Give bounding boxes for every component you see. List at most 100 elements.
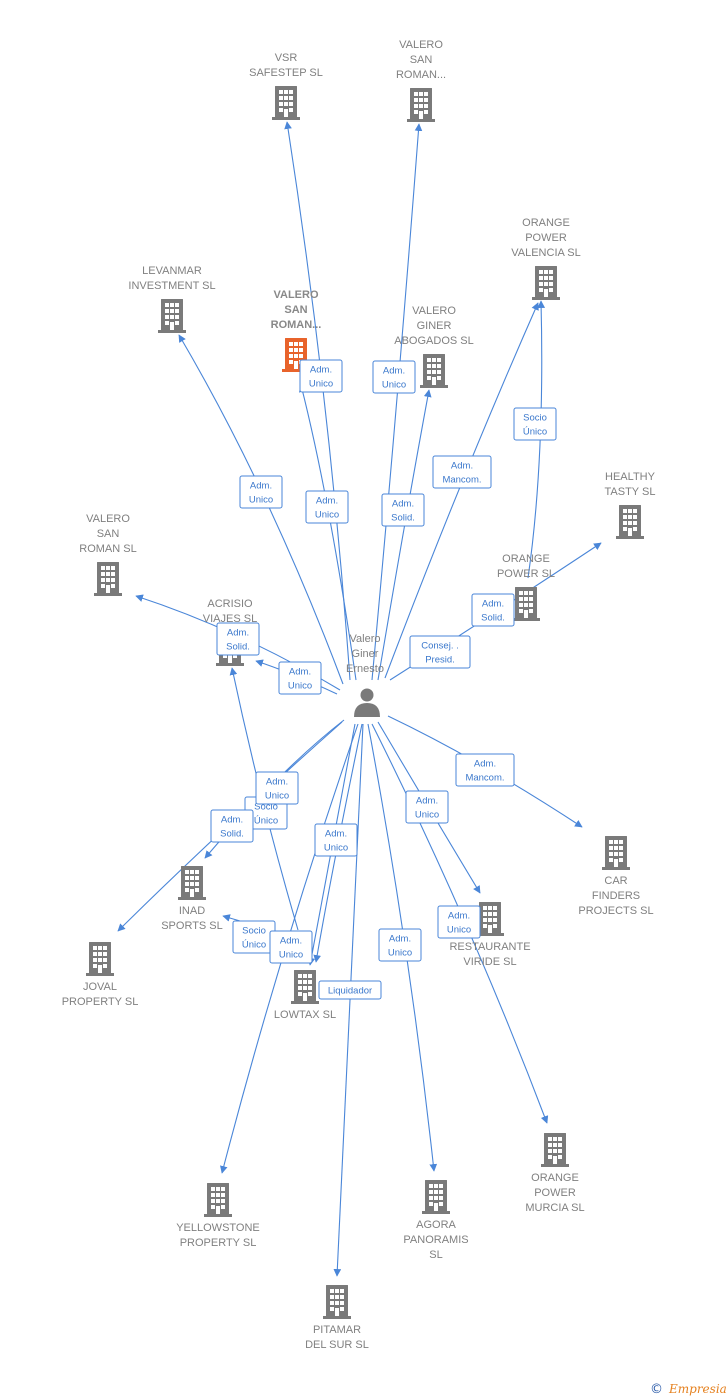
building-icon[interactable] <box>272 86 300 120</box>
svg-text:Unico: Unico <box>388 948 412 959</box>
svg-text:Adm.: Adm. <box>289 667 311 678</box>
building-icon[interactable] <box>94 562 122 596</box>
svg-text:Adm.: Adm. <box>383 366 405 377</box>
company-label: ORANGE <box>502 553 550 565</box>
company-label: ORANGE <box>531 1172 579 1184</box>
role-badge-r11: Adm.Unico <box>278 661 322 695</box>
company-node-vsr3[interactable]: VALEROSANROMAN... <box>271 289 322 372</box>
company-label: LEVANMAR <box>142 265 202 277</box>
svg-text:Adm.: Adm. <box>227 628 249 639</box>
company-label: VALERO <box>399 39 443 51</box>
company-label: INAD <box>179 905 205 917</box>
building-icon[interactable] <box>602 836 630 870</box>
building-icon[interactable] <box>86 942 114 976</box>
building-icon[interactable] <box>178 866 206 900</box>
company-label: VALERO <box>412 305 456 317</box>
role-badge-r4: Adm.Unico <box>305 490 349 524</box>
role-badge-r14: Adm.Unico <box>255 771 299 805</box>
svg-text:Socio: Socio <box>242 926 266 937</box>
svg-text:Unico: Unico <box>279 950 303 961</box>
person-label: Valero <box>350 633 381 645</box>
company-label: VSR <box>275 52 298 64</box>
svg-text:Único: Único <box>242 940 266 951</box>
company-node-vga[interactable]: VALERO GINER ABOGADOS SL <box>394 305 474 388</box>
svg-text:Adm.: Adm. <box>280 936 302 947</box>
role-badge-r15: Adm.Solid. <box>210 809 254 843</box>
company-node-vsr2[interactable]: VALERO SAN ROMAN... <box>396 39 446 122</box>
company-node-vsr[interactable]: VSR SAFESTEP SL <box>249 52 323 120</box>
company-label: VALERO <box>86 513 130 525</box>
svg-text:Adm.: Adm. <box>474 759 496 770</box>
edge-to-vsr2 <box>371 123 423 681</box>
svg-text:Mancom.: Mancom. <box>442 475 481 486</box>
svg-text:Liquidador: Liquidador <box>328 986 372 997</box>
svg-text:Adm.: Adm. <box>266 777 288 788</box>
company-label: ROMAN... <box>396 69 446 81</box>
svg-text:Adm.: Adm. <box>448 911 470 922</box>
company-label: HEALTHY <box>605 471 656 483</box>
company-label: JOVAL <box>83 981 117 993</box>
company-label: ROMAN SL <box>79 543 136 555</box>
building-icon[interactable] <box>616 505 644 539</box>
svg-text:Adm.: Adm. <box>392 499 414 510</box>
company-label: VIRIDE SL <box>463 956 516 968</box>
building-icon[interactable] <box>420 354 448 388</box>
building-icon[interactable] <box>407 88 435 122</box>
company-label: SAN <box>410 54 433 66</box>
building-icon[interactable] <box>323 1285 351 1319</box>
svg-text:Unico: Unico <box>324 843 348 854</box>
building-icon[interactable] <box>291 970 319 1004</box>
svg-text:Consej. .: Consej. . <box>421 641 459 652</box>
company-label: LOWTAX SL <box>274 1009 336 1021</box>
svg-text:Socio: Socio <box>254 802 278 813</box>
company-node-low[interactable]: LOWTAX SL <box>274 970 336 1021</box>
role-badge-r10: Adm.Solid. <box>216 622 260 656</box>
svg-text:Presid.: Presid. <box>425 655 455 666</box>
building-icon[interactable] <box>512 587 540 621</box>
svg-text:Adm.: Adm. <box>451 461 473 472</box>
building-icon[interactable] <box>541 1133 569 1167</box>
svg-text:Adm.: Adm. <box>316 496 338 507</box>
building-icon[interactable] <box>158 299 186 333</box>
company-label: PITAMAR <box>313 1324 361 1336</box>
company-label: GINER <box>417 320 452 332</box>
building-icon[interactable] <box>532 266 560 300</box>
building-icon[interactable] <box>204 1183 232 1217</box>
person-label: Giner <box>352 648 379 660</box>
person-icon[interactable] <box>354 688 380 718</box>
edge-to-orv <box>527 300 546 579</box>
role-badge-r5: Adm.Solid. <box>381 493 425 527</box>
role-badge-r21: Adm.Unico <box>378 928 422 962</box>
company-node-lev[interactable]: LEVANMAR INVESTMENT SL <box>128 265 216 333</box>
svg-text:Socio: Socio <box>523 413 547 424</box>
company-label: INVESTMENT SL <box>128 280 215 292</box>
company-label: ORANGE <box>522 217 570 229</box>
company-label: ROMAN... <box>271 319 322 331</box>
svg-text:Unico: Unico <box>309 379 333 390</box>
building-icon[interactable] <box>422 1180 450 1214</box>
edge-to-vsr <box>284 121 351 681</box>
edge-to-vsr3 <box>298 384 357 681</box>
role-badge-r6: Adm. Mancom. <box>432 455 492 489</box>
svg-text:Unico: Unico <box>382 380 406 391</box>
role-badge-r1: Adm.Unico <box>299 359 343 393</box>
company-label: ABOGADOS SL <box>394 335 473 347</box>
svg-text:Único: Único <box>254 816 278 827</box>
company-label: SAFESTEP SL <box>249 67 323 79</box>
